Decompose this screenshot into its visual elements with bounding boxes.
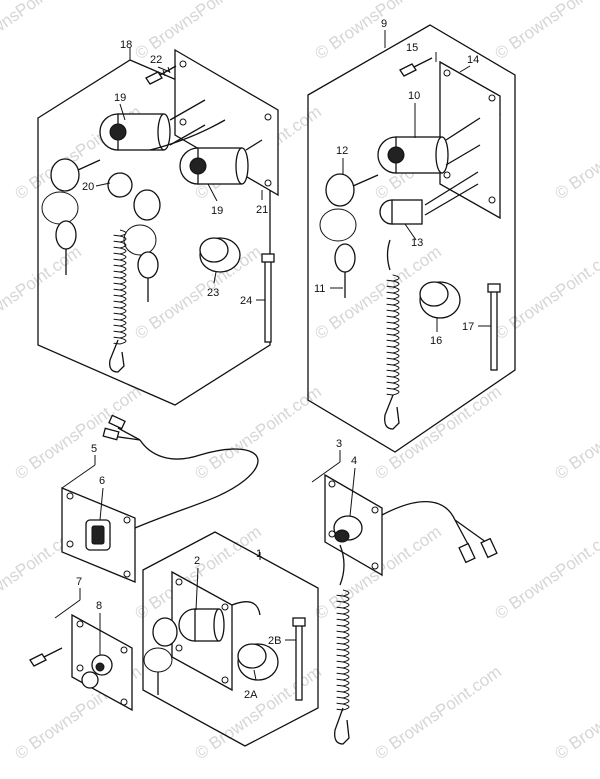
watermark-text: © BrownsPoint.com	[371, 662, 504, 763]
watermark-text: © BrownsPoint.com	[191, 382, 324, 483]
label-1: 1	[256, 548, 262, 560]
label-16: 16	[430, 335, 442, 347]
panel-8	[71, 613, 133, 712]
key-switch-19-upper	[99, 99, 226, 151]
label-8: 8	[96, 600, 102, 612]
cap-16	[419, 281, 461, 319]
watermark-text: © BrownsPoint.com	[371, 382, 504, 483]
leader-lines	[95, 52, 491, 681]
group-3-outline	[311, 450, 341, 483]
panel-21	[174, 48, 279, 197]
label-10: 10	[408, 90, 420, 102]
group-7-outline	[54, 588, 81, 619]
watermark-text: © BrownsPoint.com	[0, 242, 85, 343]
label-6: 6	[99, 475, 105, 487]
label-2B: 2B	[268, 635, 281, 647]
watermark-text: © BrownsPoint.com	[551, 102, 600, 203]
label-20: 20	[82, 181, 94, 193]
watermark-text: © BrownsPoint.com	[551, 382, 600, 483]
watermark-text: © BrownsPoint.com	[491, 242, 600, 343]
lanyard-coil-9	[384, 239, 400, 430]
screw-7	[29, 647, 63, 667]
stop-switch-13	[379, 171, 479, 225]
label-7: 7	[76, 576, 82, 588]
label-19-upper: 19	[114, 92, 126, 104]
watermark-text: © BrownsPoint.com	[551, 662, 600, 763]
label-12: 12	[336, 145, 348, 157]
label-2: 2	[194, 555, 200, 567]
panel-14	[439, 60, 501, 220]
panel-4	[324, 473, 383, 577]
key-switch-10	[377, 117, 481, 174]
label-9: 9	[381, 18, 387, 30]
group-9-outline	[307, 24, 516, 453]
tie-17	[487, 283, 501, 371]
label-4: 4	[351, 455, 357, 467]
group-1-outline	[142, 531, 319, 747]
watermark-text: © BrownsPoint.com	[0, 0, 85, 63]
screw-22	[145, 65, 177, 85]
label-19-lower: 19	[211, 205, 223, 217]
lanyard-coil-3	[334, 544, 350, 745]
keys-12-11	[319, 173, 379, 298]
part-labels: 18 22 19 20 19 21 23 24 9 15 14 10 12 13…	[76, 18, 479, 701]
group-5-outline	[61, 455, 96, 489]
key-switch-2	[143, 601, 261, 695]
label-24: 24	[240, 295, 252, 307]
cap-23	[199, 237, 241, 273]
label-18: 18	[120, 39, 132, 51]
harness-5	[102, 414, 259, 529]
screw-15	[399, 57, 433, 77]
panel-6	[61, 487, 136, 583]
watermark-text: © BrownsPoint.com	[491, 0, 600, 63]
label-14: 14	[467, 54, 479, 66]
label-22: 22	[150, 54, 162, 66]
watermark-text: © BrownsPoint.com	[311, 0, 444, 63]
tie-2B	[292, 617, 306, 701]
keys-and-lanyard-20	[41, 158, 161, 373]
label-2A: 2A	[244, 689, 258, 701]
key-switch-19-lower	[179, 139, 263, 185]
harness-3	[381, 501, 498, 564]
tie-24	[261, 253, 275, 343]
label-5: 5	[91, 443, 97, 455]
label-21: 21	[256, 204, 268, 216]
group-18-outline	[37, 48, 271, 406]
label-17: 17	[462, 321, 474, 333]
label-3: 3	[336, 438, 342, 450]
label-15: 15	[406, 42, 418, 54]
watermark-text: © BrownsPoint.com	[11, 382, 144, 483]
cap-2A	[237, 643, 279, 681]
watermark-text: © BrownsPoint.com	[491, 522, 600, 623]
label-13: 13	[411, 237, 423, 249]
label-11: 11	[314, 283, 325, 295]
label-23: 23	[207, 287, 219, 299]
